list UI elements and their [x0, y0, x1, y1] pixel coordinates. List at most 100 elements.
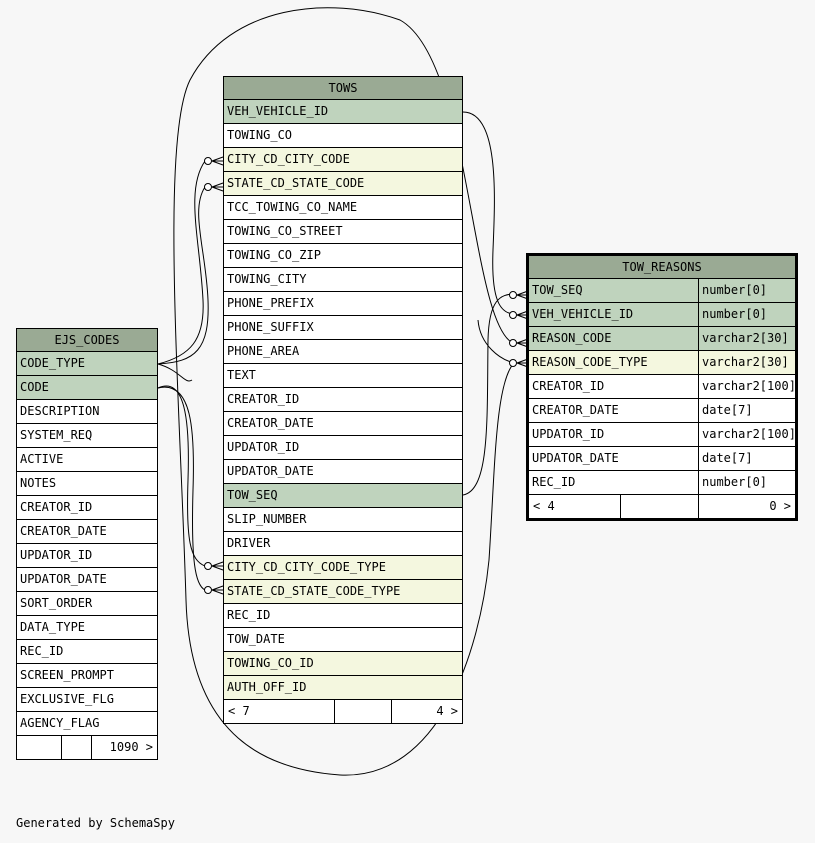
footer-left[interactable]: < 4 — [529, 495, 621, 518]
column-row[interactable]: TOWING_CO_ID — [224, 652, 462, 676]
column-name: CREATOR_DATE — [227, 416, 314, 430]
edge-ejs-state-code — [157, 186, 209, 365]
edge-ejs-state-code-type — [157, 386, 206, 591]
column-name: TOWING_CO_ID — [227, 656, 314, 670]
crowfoot-circle-icon — [509, 359, 517, 367]
crowfoot-circle-icon — [509, 339, 517, 347]
column-row[interactable]: REC_ID — [224, 604, 462, 628]
column-row[interactable]: NOTES — [17, 472, 157, 496]
column-row[interactable]: UPDATOR_DATE — [17, 568, 157, 592]
footer-left[interactable]: < 7 — [224, 700, 335, 723]
column-row[interactable]: UPDATOR_ID — [17, 544, 157, 568]
column-row[interactable]: CITY_CD_CITY_CODE — [224, 148, 462, 172]
column-name: AUTH_OFF_ID — [227, 680, 307, 694]
column-row[interactable]: TEXT — [224, 364, 462, 388]
column-row[interactable]: STATE_CD_STATE_CODE_TYPE — [224, 580, 462, 604]
crowfoot-circle-icon — [204, 562, 212, 570]
table-title[interactable]: EJS_CODES — [17, 329, 157, 352]
column-name: NOTES — [20, 476, 57, 490]
column-row[interactable]: CREATOR_ID — [224, 388, 462, 412]
column-row[interactable]: DESCRIPTION — [17, 400, 157, 424]
column-name: UPDATOR_ID — [227, 440, 300, 454]
column-row[interactable]: AUTH_OFF_ID — [224, 676, 462, 700]
column-name: VEH_VEHICLE_ID — [227, 104, 329, 118]
footer-mid — [621, 495, 699, 518]
column-row[interactable]: VEH_VEHICLE_ID — [224, 100, 462, 124]
column-row[interactable]: CREATOR_DATE — [224, 412, 462, 436]
column-name: CREATOR_ID — [20, 500, 93, 514]
column-name: CREATOR_DATE — [532, 403, 619, 417]
footer-right[interactable]: 1090 > — [109, 740, 153, 754]
footer-right[interactable]: 0 > — [769, 499, 791, 513]
column-name: UPDATOR_DATE — [20, 572, 107, 586]
column-row[interactable]: CREATOR_DATE — [17, 520, 157, 544]
column-name: SORT_ORDER — [20, 596, 93, 610]
edge-tow-seq — [462, 293, 516, 496]
column-name: SLIP_NUMBER — [227, 512, 307, 526]
column-row[interactable]: CODE — [17, 376, 157, 400]
column-name: SCREEN_PROMPT — [20, 668, 114, 682]
column-row[interactable]: AGENCY_FLAG — [17, 712, 157, 736]
column-name: REASON_CODE — [532, 331, 612, 345]
table-title[interactable]: TOWS — [224, 77, 462, 100]
edge-ejs-city-code — [157, 160, 206, 365]
column-row[interactable]: ACTIVE — [17, 448, 157, 472]
column-row[interactable]: SCREEN_PROMPT — [17, 664, 157, 688]
column-row[interactable]: TOW_SEQ — [224, 484, 462, 508]
column-row[interactable]: CODE_TYPE — [17, 352, 157, 376]
column-row[interactable]: SYSTEM_REQ — [17, 424, 157, 448]
table-footer: 1090 > — [17, 736, 157, 759]
footer-left — [17, 736, 62, 759]
crowfoot-circle-icon — [509, 311, 517, 319]
column-row[interactable]: TOWING_CO_STREET — [224, 220, 462, 244]
column-row[interactable]: UPDATOR_DATE — [224, 460, 462, 484]
column-row[interactable]: STATE_CD_STATE_CODE — [224, 172, 462, 196]
column-row[interactable]: TOWING_CO_ZIP — [224, 244, 462, 268]
column-name: UPDATOR_DATE — [227, 464, 314, 478]
column-name: DRIVER — [227, 536, 271, 550]
column-name: CODE_TYPE — [20, 356, 86, 370]
column-row[interactable]: TOWING_CITY — [224, 268, 462, 292]
column-row[interactable]: PHONE_AREA — [224, 340, 462, 364]
table-title[interactable]: TOW_REASONS — [529, 256, 795, 279]
column-name: CODE — [20, 380, 49, 394]
column-name: ACTIVE — [20, 452, 64, 466]
column-row[interactable]: PHONE_PREFIX — [224, 292, 462, 316]
column-row[interactable]: DRIVER — [224, 532, 462, 556]
column-name: TOW_DATE — [227, 632, 285, 646]
column-name: VEH_VEHICLE_ID — [532, 307, 634, 321]
column-row[interactable]: DATA_TYPE — [17, 616, 157, 640]
column-name: TOWING_CITY — [227, 272, 307, 286]
column-row[interactable]: TOW_DATE — [224, 628, 462, 652]
column-row[interactable]: SORT_ORDER — [17, 592, 157, 616]
column-row[interactable]: UPDATOR_ID — [224, 436, 462, 460]
column-name: UPDATOR_ID — [532, 427, 605, 441]
column-row[interactable]: CITY_CD_CITY_CODE_TYPE — [224, 556, 462, 580]
column-row[interactable]: PHONE_SUFFIX — [224, 316, 462, 340]
column-row[interactable]: SLIP_NUMBER — [224, 508, 462, 532]
column-row[interactable]: REC_ID — [17, 640, 157, 664]
column-row[interactable]: CREATOR_ID — [17, 496, 157, 520]
column-name: REC_ID — [227, 608, 271, 622]
footer-mid — [62, 736, 92, 759]
footer-right[interactable]: 4 > — [436, 704, 458, 718]
column-row[interactable]: TCC_TOWING_CO_NAME — [224, 196, 462, 220]
column-name: CREATOR_ID — [532, 379, 605, 393]
column-row[interactable]: EXCLUSIVE_FLG — [17, 688, 157, 712]
column-row[interactable]: TOWING_CO — [224, 124, 462, 148]
